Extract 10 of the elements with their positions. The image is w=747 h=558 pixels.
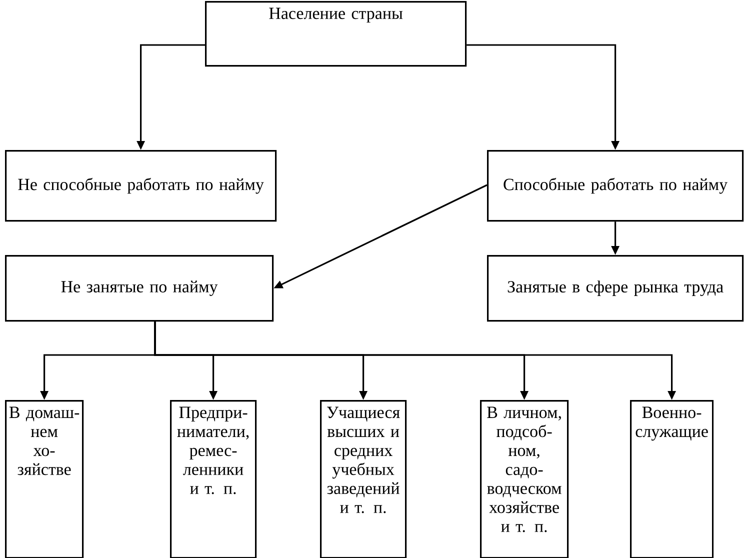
- process-box: Учащиеся высших и средних учебных заведений и т. п.: [320, 400, 407, 558]
- process-box: Предпри-ниматели, ремес-ленники и т. п.: [170, 400, 257, 558]
- process-box: В личном, подсоб-ном, садо-водческом хозяйстве и т. п.: [480, 400, 569, 558]
- process-box: Не занятые по найму: [5, 255, 274, 322]
- process-box: Не способные работать по найму: [5, 150, 277, 222]
- process-box: Население страны: [205, 1, 467, 67]
- process-box: Занятые в сфере рынка труда: [487, 255, 744, 322]
- process-box: Военно-служащие: [630, 400, 714, 558]
- process-box: Способные работать по найму: [487, 150, 744, 222]
- process-box: В домаш-нем хо-зяйстве: [5, 400, 84, 558]
